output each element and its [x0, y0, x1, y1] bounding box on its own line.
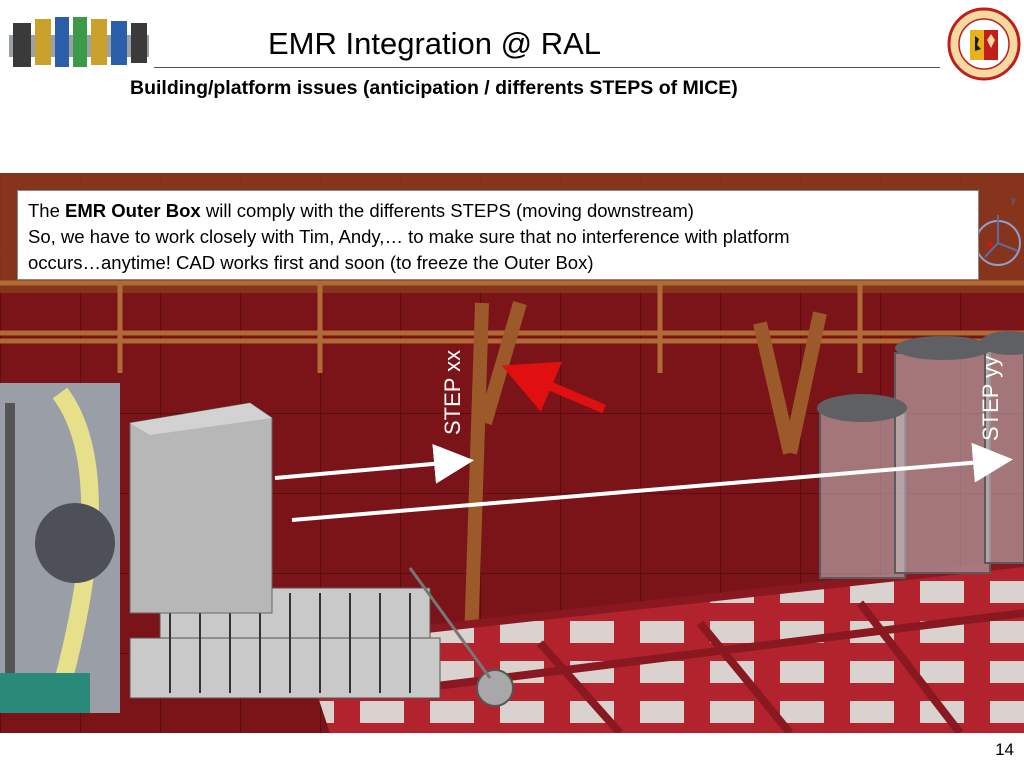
step-yy-label: STEP yy — [978, 356, 1003, 441]
note-callout: The EMR Outer Box will comply with the d… — [17, 190, 979, 280]
page-number: 14 — [995, 740, 1014, 759]
note-line-2: So, we have to work closely with Tim, An… — [28, 226, 790, 247]
page-subtitle: Building/platform issues (anticipation /… — [130, 77, 738, 99]
geneva-university-seal — [947, 7, 1021, 81]
title-divider — [154, 67, 940, 68]
motor — [476, 669, 514, 707]
mice-detector-logo — [9, 17, 149, 67]
emr-outer-box-term: EMR Outer Box — [65, 200, 201, 221]
interference-arrow — [501, 361, 606, 414]
svg-text:y: y — [1011, 195, 1016, 205]
detector-towers — [819, 347, 1024, 579]
emr-outer-box — [129, 402, 273, 614]
page-title: EMR Integration @ RAL — [268, 26, 601, 61]
axis-orientation-widget: y — [975, 195, 1021, 266]
note-line-1: The EMR Outer Box will comply with the d… — [28, 200, 694, 221]
step-xx-label: STEP xx — [440, 350, 465, 435]
note-line-3: occurs…anytime! CAD works first and soon… — [28, 252, 594, 273]
arrow-to-step-xx — [274, 443, 474, 484]
detector-assembly — [0, 383, 120, 713]
support-columns — [463, 301, 827, 674]
arrow-to-step-yy — [291, 442, 1013, 522]
